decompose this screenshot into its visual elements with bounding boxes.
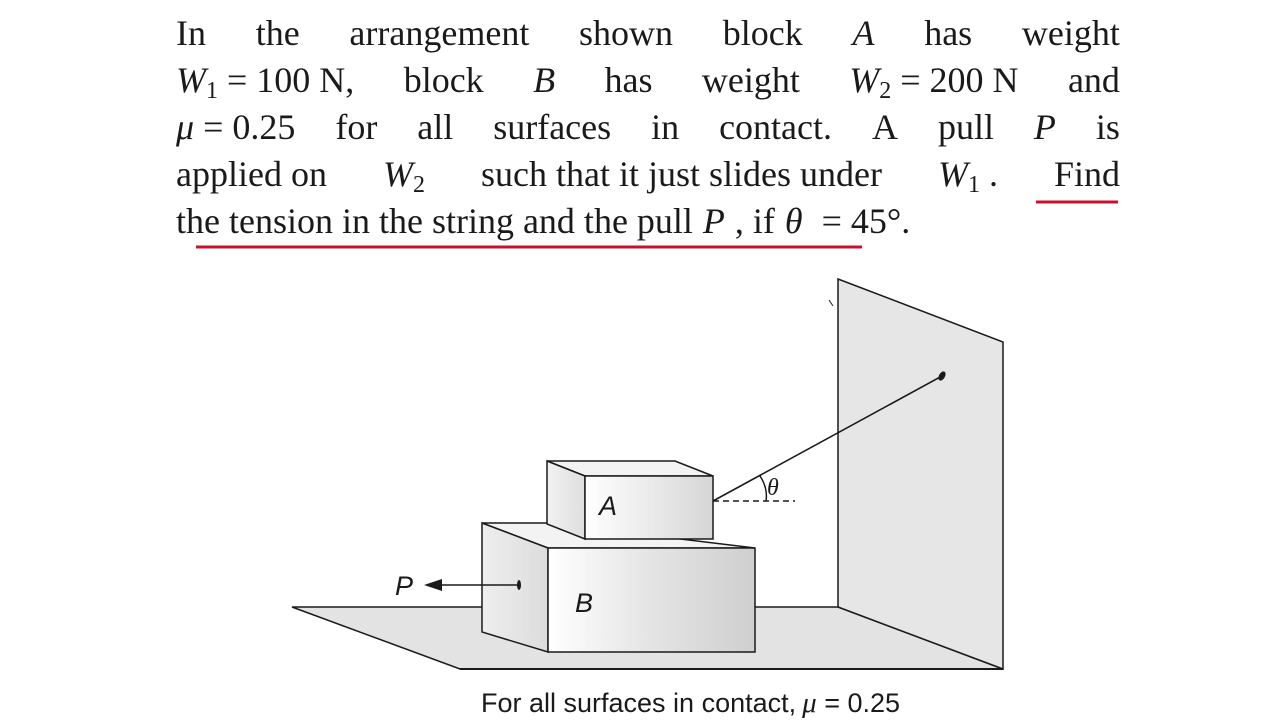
problem-line-4: applied on W2 such that it just slides u…	[176, 151, 1120, 198]
label-b: B	[575, 588, 593, 618]
variable-b: B	[533, 60, 556, 100]
value: = 45°.	[812, 201, 911, 241]
string	[712, 375, 943, 502]
subscript: 2	[879, 78, 892, 104]
variable-mu: μ	[176, 107, 195, 147]
word: for	[335, 107, 378, 147]
angle-arc	[759, 475, 768, 502]
phrase: the tension in the string and the pull	[176, 201, 693, 241]
wall-mark	[828, 299, 834, 307]
subscript: 1	[967, 172, 980, 198]
string-anchor	[938, 371, 946, 381]
word: has	[924, 13, 973, 53]
variable-p: P	[702, 201, 725, 241]
block-b-front	[547, 547, 756, 653]
caption-value: = 0.25	[817, 688, 900, 718]
phrase: applied on	[176, 154, 327, 194]
weight-w2: W2 = 200 N	[849, 57, 1018, 104]
block-a-front	[584, 475, 714, 540]
caption-text: For all surfaces in contact,	[481, 688, 796, 718]
value: = 0.25	[194, 107, 296, 147]
word: pull	[937, 107, 994, 147]
word: contact.	[719, 107, 833, 147]
value: = 200 N	[891, 60, 1019, 100]
period: .	[988, 154, 998, 194]
word: all	[417, 107, 454, 147]
variable-w: W	[937, 154, 968, 194]
label-a: A	[597, 491, 617, 521]
word-find: Find	[1053, 154, 1120, 194]
word: is	[1095, 107, 1120, 147]
variable-a: A	[852, 13, 875, 53]
pull-attach-point	[517, 580, 521, 590]
problem-line-1: In the arrangement shown block A has wei…	[176, 10, 1120, 57]
weight-w2-ref: W2	[383, 151, 425, 198]
weight-w1: W1 = 100 N,	[176, 57, 354, 104]
word: A	[871, 107, 898, 147]
weight-w1-ref: W1 .	[938, 151, 998, 198]
word: weight	[701, 60, 800, 100]
variable-w: W	[176, 60, 206, 100]
phrase: such that it just slides under	[480, 154, 882, 194]
label-p: P	[395, 571, 413, 601]
word: weight	[1021, 13, 1120, 53]
block-b	[481, 521, 756, 654]
word: and	[1067, 60, 1120, 100]
variable-p: P	[1033, 107, 1056, 147]
label-theta: θ	[767, 475, 779, 501]
caption-mu: μ	[801, 687, 817, 719]
block-a	[546, 459, 714, 541]
problem-statement: In the arrangement shown block A has wei…	[176, 10, 1120, 245]
word: the	[255, 13, 300, 53]
problem-line-3: μ = 0.25 for all surfaces in contact. A …	[176, 104, 1120, 151]
wall-plane	[837, 277, 1004, 671]
value: = 100 N,	[218, 60, 355, 100]
word: has	[604, 60, 653, 100]
problem-line-5: the tension in the string and the pull P…	[176, 198, 1120, 245]
variable-w: W	[849, 60, 880, 100]
phrase: , if	[734, 201, 775, 241]
friction-coefficient: μ = 0.25	[176, 104, 295, 151]
word: shown	[579, 13, 674, 53]
word: arrangement	[349, 13, 530, 53]
word: surfaces	[493, 107, 612, 147]
word: In	[176, 13, 206, 53]
variable-w: W	[382, 154, 413, 194]
problem-line-2: W1 = 100 N, block B has weight W2 = 200 …	[176, 57, 1120, 104]
word: block	[403, 60, 484, 100]
variable-theta: θ	[784, 201, 803, 241]
word: in	[651, 107, 680, 147]
subscript: 2	[412, 172, 425, 198]
word: block	[722, 13, 803, 53]
subscript: 1	[206, 78, 218, 104]
diagram-caption: For all surfaces in contact,μ = 0.25	[481, 687, 900, 719]
angle-condition: θ = 45°.	[785, 198, 920, 245]
pull-arrow-head	[424, 579, 442, 591]
